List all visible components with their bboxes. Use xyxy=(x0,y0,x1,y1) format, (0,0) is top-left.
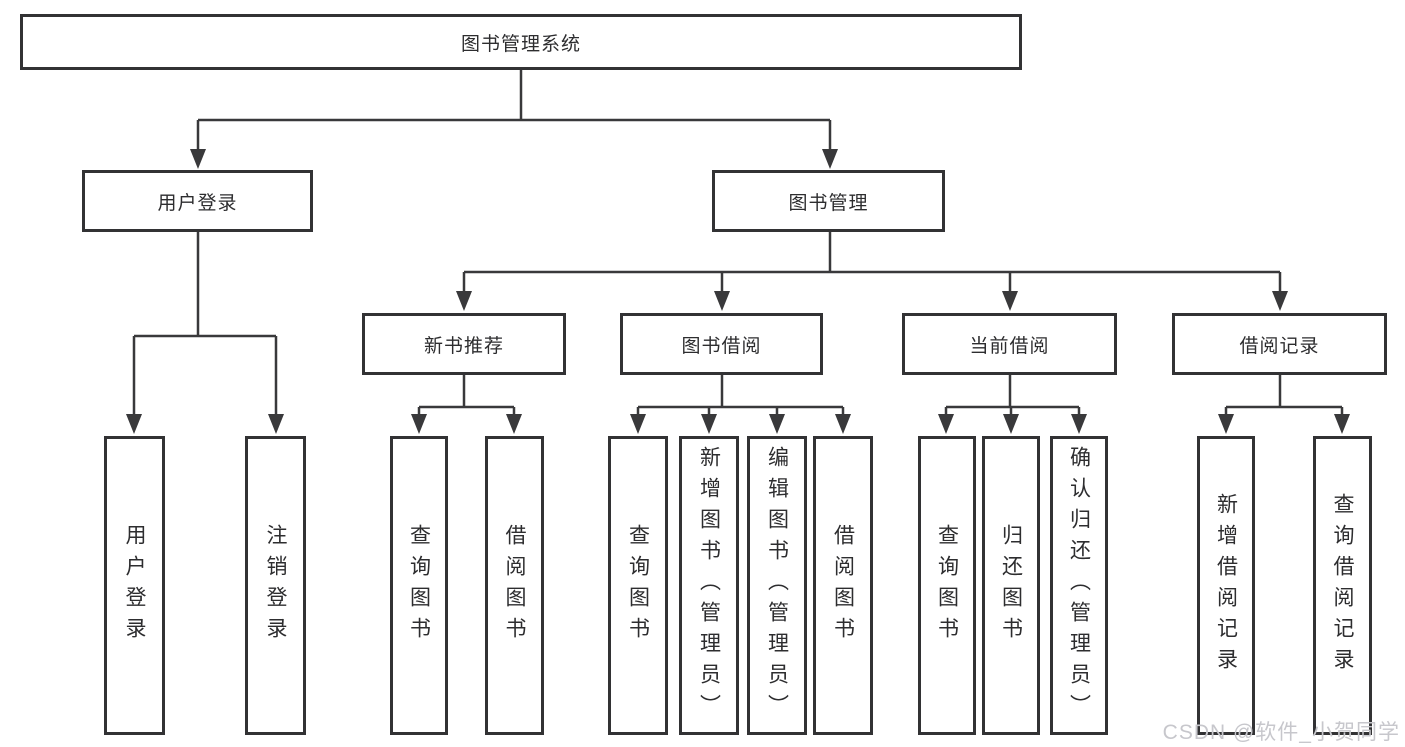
leaf-return-books: 归还图书 xyxy=(982,436,1040,735)
leaf-user-login-label: 用户登录 xyxy=(123,523,146,648)
leaf-return-books-label: 归还图书 xyxy=(999,523,1023,648)
leaf-query-books-recommend-label: 查询图书 xyxy=(407,523,431,648)
arrow-down-icon xyxy=(456,291,472,311)
node-borrow-records: 借阅记录 xyxy=(1172,313,1387,375)
arrow-down-icon xyxy=(714,291,730,311)
leaf-add-borrow-record-label: 新增借阅记录 xyxy=(1214,492,1238,679)
arrow-down-icon xyxy=(411,414,427,434)
leaf-query-books-borrow: 查询图书 xyxy=(608,436,668,735)
arrow-down-icon xyxy=(1334,414,1350,434)
arrow-down-icon xyxy=(1002,291,1018,311)
arrow-down-icon xyxy=(701,414,717,434)
arrow-down-icon xyxy=(769,414,785,434)
leaf-borrow-books-recommend-label: 借阅图书 xyxy=(503,523,526,648)
arrow-down-icon xyxy=(190,149,206,169)
leaf-edit-books-admin: 编辑图书（管理员） xyxy=(747,436,807,735)
node-root: 图书管理系统 xyxy=(20,14,1022,70)
arrow-down-icon xyxy=(938,414,954,434)
leaf-borrow-books-label: 借阅图书 xyxy=(831,523,855,648)
csdn-watermark: CSDN @软件_小贺同学 xyxy=(1162,721,1400,744)
arrow-down-icon xyxy=(506,414,522,434)
leaf-borrow-books-recommend: 借阅图书 xyxy=(485,436,544,735)
node-book-borrow-label: 图书借阅 xyxy=(681,335,762,357)
leaf-edit-books-admin-label: 编辑图书（管理员） xyxy=(765,446,789,725)
node-book-borrow: 图书借阅 xyxy=(620,313,823,375)
leaf-logout: 注销登录 xyxy=(245,436,306,735)
leaf-query-books-recommend: 查询图书 xyxy=(390,436,448,735)
leaf-user-login: 用户登录 xyxy=(104,436,165,735)
node-new-books: 新书推荐 xyxy=(362,313,566,375)
arrow-down-icon xyxy=(822,149,838,169)
leaf-add-books-admin: 新增图书（管理员） xyxy=(679,436,739,735)
arrow-down-icon xyxy=(1071,414,1087,434)
leaf-add-books-admin-label: 新增图书（管理员） xyxy=(697,446,721,725)
arrow-down-icon xyxy=(1272,291,1288,311)
node-user-login: 用户登录 xyxy=(82,170,313,232)
node-book-management: 图书管理 xyxy=(712,170,945,232)
node-borrow-records-label: 借阅记录 xyxy=(1239,335,1320,357)
leaf-confirm-return-admin: 确认归还（管理员） xyxy=(1050,436,1108,735)
node-user-login-label: 用户登录 xyxy=(157,192,238,214)
leaf-borrow-books: 借阅图书 xyxy=(813,436,873,735)
arrow-down-icon xyxy=(630,414,646,434)
arrow-down-icon xyxy=(1218,414,1234,434)
node-book-management-label: 图书管理 xyxy=(788,192,869,214)
leaf-add-borrow-record: 新增借阅记录 xyxy=(1197,436,1255,735)
arrow-down-icon xyxy=(835,414,851,434)
arrow-down-icon xyxy=(126,414,142,434)
arrow-down-icon xyxy=(268,414,284,434)
leaf-logout-label: 注销登录 xyxy=(264,523,287,648)
leaf-query-books-current-label: 查询图书 xyxy=(935,523,959,648)
leaf-confirm-return-admin-label: 确认归还（管理员） xyxy=(1067,446,1091,725)
node-current-borrow-label: 当前借阅 xyxy=(969,335,1050,357)
leaf-query-borrow-record-label: 查询借阅记录 xyxy=(1331,492,1354,679)
leaf-query-borrow-record: 查询借阅记录 xyxy=(1313,436,1372,735)
node-current-borrow: 当前借阅 xyxy=(902,313,1117,375)
node-new-books-label: 新书推荐 xyxy=(423,335,504,357)
leaf-query-books-borrow-label: 查询图书 xyxy=(626,523,650,648)
leaf-query-books-current: 查询图书 xyxy=(918,436,976,735)
arrow-down-icon xyxy=(1003,414,1019,434)
node-root-label: 图书管理系统 xyxy=(460,33,581,55)
